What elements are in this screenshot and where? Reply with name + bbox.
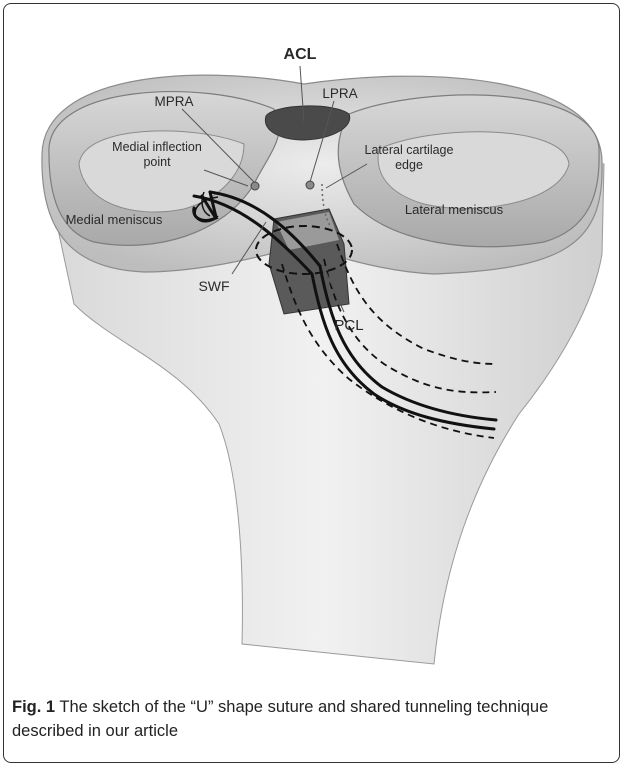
label-medial-inflection-2: point (143, 155, 171, 169)
figure-frame: ACL MPRA LPRA Medial inflection point La… (3, 3, 620, 763)
label-acl: ACL (284, 46, 317, 63)
label-lpra: LPRA (322, 86, 357, 101)
label-medial-inflection-1: Medial inflection (112, 140, 202, 154)
mpra-point (251, 182, 259, 190)
label-lateral-cartilage-1: Lateral cartilage (365, 143, 454, 157)
caption-text: The sketch of the “U” shape suture and s… (12, 698, 548, 740)
label-lateral-cartilage-2: edge (395, 158, 423, 172)
label-swf: SWF (198, 278, 229, 294)
caption-label: Fig. 1 (12, 698, 55, 716)
label-mpra: MPRA (154, 94, 193, 109)
label-medial-meniscus: Medial meniscus (66, 212, 163, 227)
tibial-plateau-illustration: ACL MPRA LPRA Medial inflection point La… (4, 4, 620, 684)
lpra-point (306, 181, 314, 189)
figure-caption: Fig. 1 The sketch of the “U” shape sutur… (12, 695, 612, 743)
label-pcl: PCL (334, 317, 363, 334)
label-lateral-meniscus: Lateral meniscus (405, 202, 504, 217)
